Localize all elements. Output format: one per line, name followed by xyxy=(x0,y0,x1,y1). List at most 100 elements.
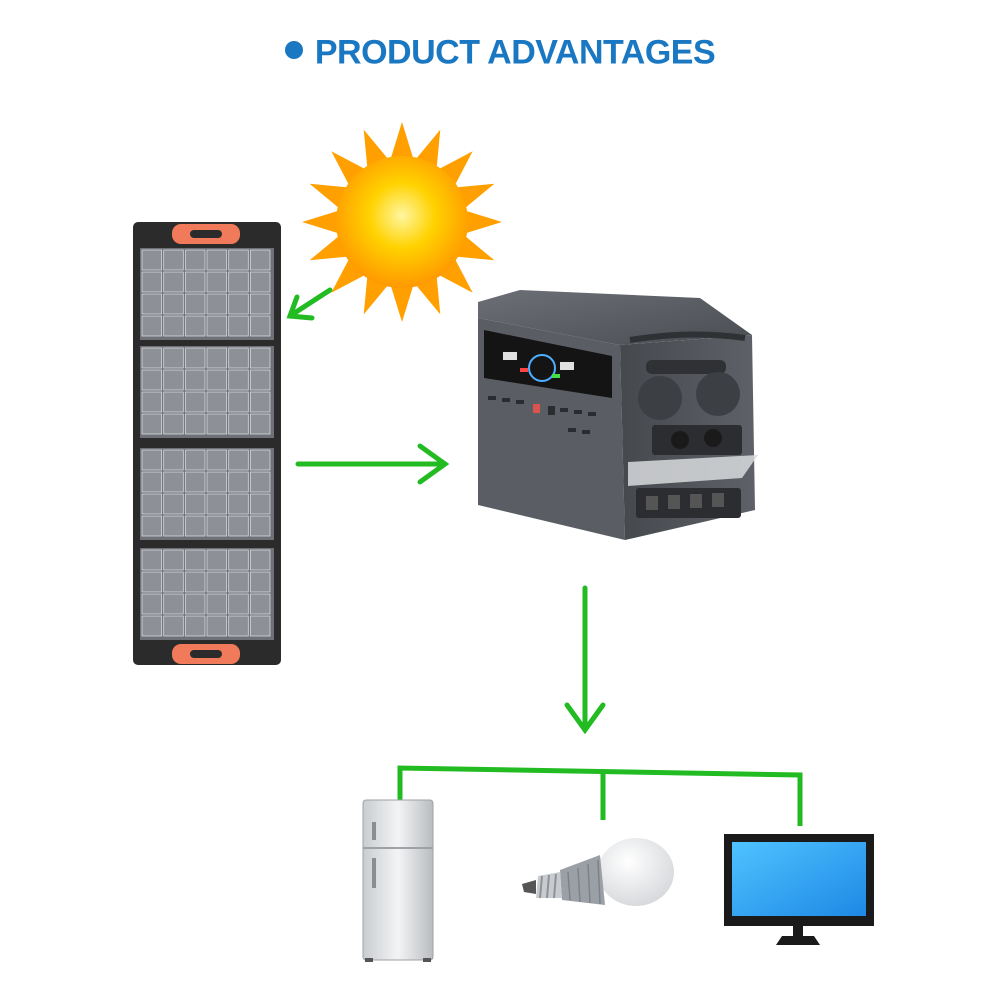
panel-cell xyxy=(163,271,184,293)
panel-cell xyxy=(206,413,228,435)
panel-cell xyxy=(184,249,206,271)
power-station-icon xyxy=(478,290,758,540)
panel-cell xyxy=(184,271,206,293)
panel-cell xyxy=(206,293,228,315)
panel-cell xyxy=(163,493,184,515)
page-title: PRODUCT ADVANTAGES xyxy=(314,33,716,72)
panel-cell xyxy=(141,449,163,471)
panel-cell xyxy=(228,449,249,471)
panel-cell xyxy=(163,571,184,593)
panel-cell xyxy=(206,593,228,615)
sun-icon xyxy=(302,122,502,322)
panel-cell xyxy=(249,271,271,293)
panel-cell xyxy=(184,515,206,537)
panel-cell xyxy=(228,515,249,537)
panel-cell xyxy=(163,391,184,413)
light-bulb-icon xyxy=(522,838,674,906)
panel-cell xyxy=(184,593,206,615)
panel-cell xyxy=(228,615,249,637)
panel-cell xyxy=(163,293,184,315)
panel-cell xyxy=(228,271,249,293)
panel-cell xyxy=(141,493,163,515)
arrow-panel-to-station xyxy=(295,443,450,485)
panel-cell xyxy=(184,413,206,435)
panel-cell xyxy=(206,471,228,493)
panel-cell xyxy=(141,347,163,369)
panel-cell xyxy=(249,593,271,615)
panel-cell xyxy=(206,515,228,537)
panel-cell xyxy=(184,493,206,515)
panel-cell xyxy=(206,615,228,637)
panel-cell xyxy=(141,391,163,413)
panel-cell xyxy=(163,449,184,471)
panel-cell xyxy=(228,593,249,615)
panel-cell xyxy=(141,413,163,435)
panel-cell xyxy=(163,249,184,271)
panel-cell xyxy=(249,249,271,271)
panel-cell xyxy=(206,347,228,369)
panel-cell xyxy=(206,571,228,593)
panel-cell xyxy=(206,315,228,337)
refrigerator-icon xyxy=(362,799,434,962)
panel-cell xyxy=(184,571,206,593)
panel-cell xyxy=(249,615,271,637)
panel-cell xyxy=(184,549,206,571)
panel-cell xyxy=(249,449,271,471)
panel-cell xyxy=(249,515,271,537)
panel-cell xyxy=(184,615,206,637)
panel-cell xyxy=(141,515,163,537)
panel-cell xyxy=(184,449,206,471)
arrow-sun-to-panel xyxy=(286,287,333,321)
panel-cell xyxy=(184,347,206,369)
panel-cell xyxy=(141,471,163,493)
arrow-station-to-loads xyxy=(564,585,606,735)
panel-cell xyxy=(141,293,163,315)
panel-cell xyxy=(228,369,249,391)
panel-cell xyxy=(228,549,249,571)
panel-cell xyxy=(163,471,184,493)
panel-cell xyxy=(163,593,184,615)
panel-cell xyxy=(249,549,271,571)
sun-core xyxy=(336,156,468,288)
panel-cell xyxy=(249,369,271,391)
panel-cell xyxy=(141,271,163,293)
panel-cell xyxy=(249,391,271,413)
panel-cell xyxy=(163,413,184,435)
panel-cell xyxy=(163,315,184,337)
panel-cell xyxy=(249,293,271,315)
panel-cell xyxy=(249,471,271,493)
panel-cell xyxy=(141,249,163,271)
panel-cell xyxy=(206,249,228,271)
panel-cell xyxy=(228,391,249,413)
panel-cell xyxy=(206,391,228,413)
panel-cell xyxy=(228,571,249,593)
panel-cell xyxy=(184,369,206,391)
panel-cell xyxy=(163,515,184,537)
panel-cell xyxy=(141,549,163,571)
panel-cell xyxy=(184,315,206,337)
panel-cell xyxy=(184,471,206,493)
panel-cell xyxy=(163,549,184,571)
panel-cell xyxy=(141,571,163,593)
panel-cell xyxy=(163,347,184,369)
panel-cell xyxy=(184,391,206,413)
monitor-icon xyxy=(724,834,874,945)
panel-cell xyxy=(206,271,228,293)
panel-cell xyxy=(206,549,228,571)
panel-cell xyxy=(163,615,184,637)
panel-cell xyxy=(206,493,228,515)
panel-cell xyxy=(228,249,249,271)
panel-cell xyxy=(228,493,249,515)
panel-cell xyxy=(249,413,271,435)
panel-cell xyxy=(141,315,163,337)
panel-cell xyxy=(206,449,228,471)
panel-cell xyxy=(141,615,163,637)
panel-cell xyxy=(249,493,271,515)
panel-cell xyxy=(228,293,249,315)
panel-cell xyxy=(141,593,163,615)
panel-cell xyxy=(184,293,206,315)
panel-cell xyxy=(141,369,163,391)
title-heading: PRODUCT ADVANTAGES xyxy=(0,32,1000,73)
panel-cell xyxy=(228,471,249,493)
